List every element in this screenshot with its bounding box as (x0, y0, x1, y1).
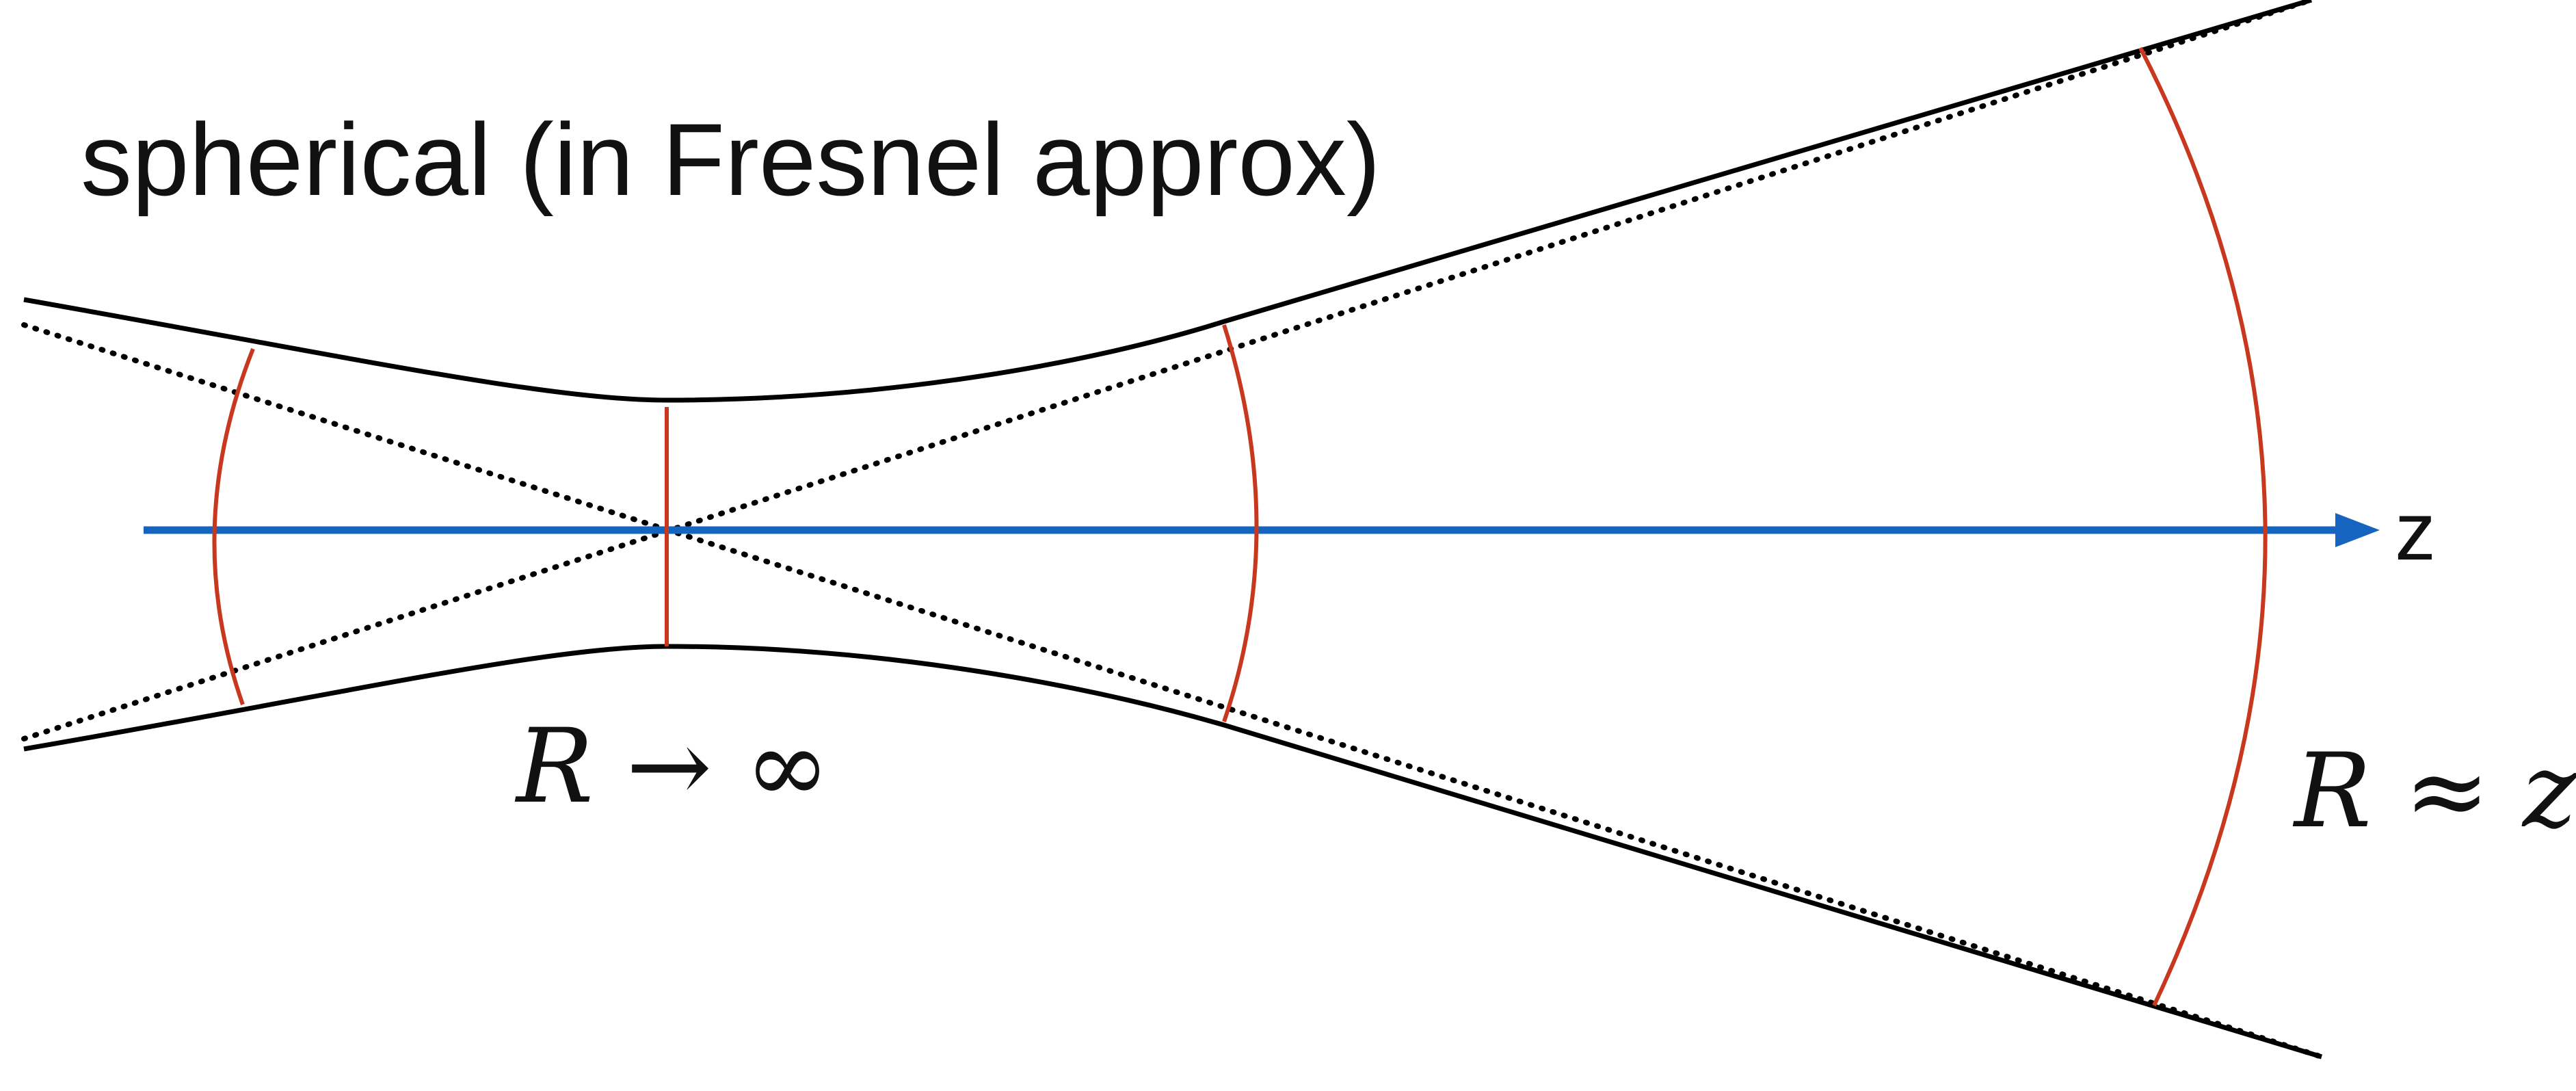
diagram-title: spherical (in Fresnel approx) (81, 102, 1381, 217)
asymptote-line-ascending (21, 0, 2314, 741)
beam-envelope-upper (23, 0, 2312, 403)
waist-radius-annotation: R → ∞ (514, 707, 830, 826)
far-field-radius-annotation: R ≈ z (2292, 732, 2576, 851)
wavefront-left (212, 347, 255, 705)
asymptote-line-descending (21, 322, 2324, 1060)
z-axis-arrowhead-icon (2335, 513, 2380, 547)
wavefront-mid (1222, 324, 1259, 722)
z-axis-label: z (2395, 486, 2436, 577)
wavefront-far (2138, 47, 2268, 1007)
beam-envelope-lower (23, 644, 2323, 1060)
